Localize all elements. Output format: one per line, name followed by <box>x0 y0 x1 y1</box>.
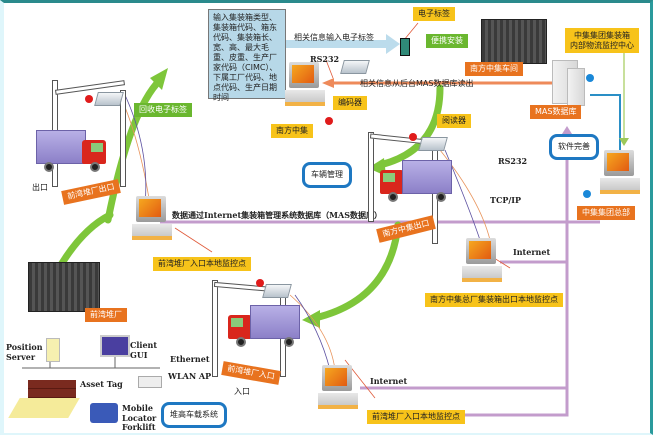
qianwan-entry-monitor-computer-icon <box>132 196 172 242</box>
exit-text: 出口 <box>32 183 48 192</box>
portable-install-label: 便携安装 <box>426 34 468 48</box>
container-info-box: 输入集装箱类型、集装箱代码、箱东代码、集装箱长、宽、高、最大毛重、皮重、生产厂家… <box>208 9 286 102</box>
read-from-mas-text: 相关信息从后台MAS数据库读出 <box>360 79 474 88</box>
logistics-center-label: 中集集团集装箱 内部物流监控中心 <box>565 28 639 54</box>
cimc-hq-label: 中集集团总部 <box>577 206 635 220</box>
entry-reader-icon <box>262 284 292 298</box>
status-dot-blue <box>586 74 594 82</box>
yard-container-icon <box>28 262 100 312</box>
southern-cimc-computer-icon <box>285 62 325 108</box>
asset-tag-text: Asset Tag <box>80 379 123 389</box>
truck-entry-icon <box>228 305 300 353</box>
mobile-locator-forklift-text: Mobile Locator Forklift <box>122 403 157 433</box>
asset-tag-stack-icon <box>28 380 76 398</box>
position-server-icon <box>46 338 60 362</box>
recycle-tag-label: 回收电子标签 <box>134 103 192 117</box>
wlan-ap-text: WLAN AP <box>168 371 212 381</box>
arrow-logistics-center-to-hq <box>619 138 629 146</box>
flow-exit-to-entry <box>311 221 402 322</box>
mas-database-label: MAS数据库 <box>530 105 582 119</box>
truck-exit-icon <box>36 130 108 178</box>
cimc-hq-computer-icon <box>600 150 640 196</box>
internet-text-1: Internet <box>513 247 551 257</box>
encoder-label: 编码器 <box>333 96 367 110</box>
status-dot-red-4 <box>256 279 264 287</box>
data-line-mas-to-hq <box>590 94 621 175</box>
flow-exit-to-recycle <box>104 76 164 224</box>
write-to-tag-text: 相关信息输入电子标签 <box>294 33 374 42</box>
southern-workshop-label: 南方中集车间 <box>465 62 523 76</box>
rfid-tag-icon <box>400 38 410 56</box>
rfid-tag-label: 电子标签 <box>413 7 455 21</box>
entry-monitor-computer-icon <box>318 365 358 411</box>
asset-area-icon <box>8 398 80 418</box>
truck-southern-exit-icon <box>380 160 452 208</box>
qianwan-entry-monitor-label-2: 前湾堆厂入口本地监控点 <box>367 410 465 424</box>
southern-exit-reader-icon <box>418 137 448 151</box>
internet-data-text: 数据通过Internet集装箱管理系统数据库（MAS数据库） <box>172 210 382 220</box>
southern-cimc-label: 南方中集 <box>271 124 313 138</box>
reader-label: 阅读器 <box>437 114 471 128</box>
rs232-top-text: RS232 <box>310 54 340 64</box>
status-dot-red-2 <box>85 95 93 103</box>
software-improve-badge: 软件完善 <box>549 134 599 160</box>
status-dot-red-3 <box>409 133 417 141</box>
wlan-ap-icon <box>138 376 162 388</box>
qianwan-entry-monitor-label-1: 前湾堆厂入口本地监控点 <box>153 257 251 271</box>
workshop-container-icon <box>481 19 547 64</box>
entry-text: 入口 <box>234 387 250 396</box>
status-dot-red <box>325 117 333 125</box>
status-dot-blue-2 <box>583 190 591 198</box>
rs232-mid-text: RS232 <box>498 156 528 166</box>
arrow-up-to-mas <box>562 126 572 134</box>
client-gui-text: Client GUI <box>130 340 158 360</box>
flow-arrowhead-recycle <box>150 68 168 90</box>
exit-reader-icon <box>94 92 124 106</box>
ethernet-text: Ethernet <box>170 354 210 364</box>
southern-factory-monitor-computer-icon <box>462 238 502 284</box>
mas-server-icon-2 <box>567 68 585 106</box>
position-server-text: Position Server <box>6 342 43 362</box>
internet-text-2: Internet <box>370 376 408 386</box>
southern-factory-exit-monitor-label: 南方中集总厂集装箱出口本地监控点 <box>425 293 563 307</box>
vehicle-management-badge: 车辆管理 <box>302 162 352 188</box>
qianwan-yard-label: 前湾堆厂 <box>85 308 127 322</box>
flow-arrowhead-entry <box>302 310 320 328</box>
forklift-icon <box>90 403 118 423</box>
flow-workshop-to-exit <box>376 84 444 169</box>
stacker-onboard-system-badge: 堆高车载系统 <box>161 402 227 428</box>
tcp-ip-text: TCP/IP <box>490 195 522 205</box>
encoder-device-icon <box>340 60 370 74</box>
client-gui-monitor-icon <box>100 335 130 357</box>
